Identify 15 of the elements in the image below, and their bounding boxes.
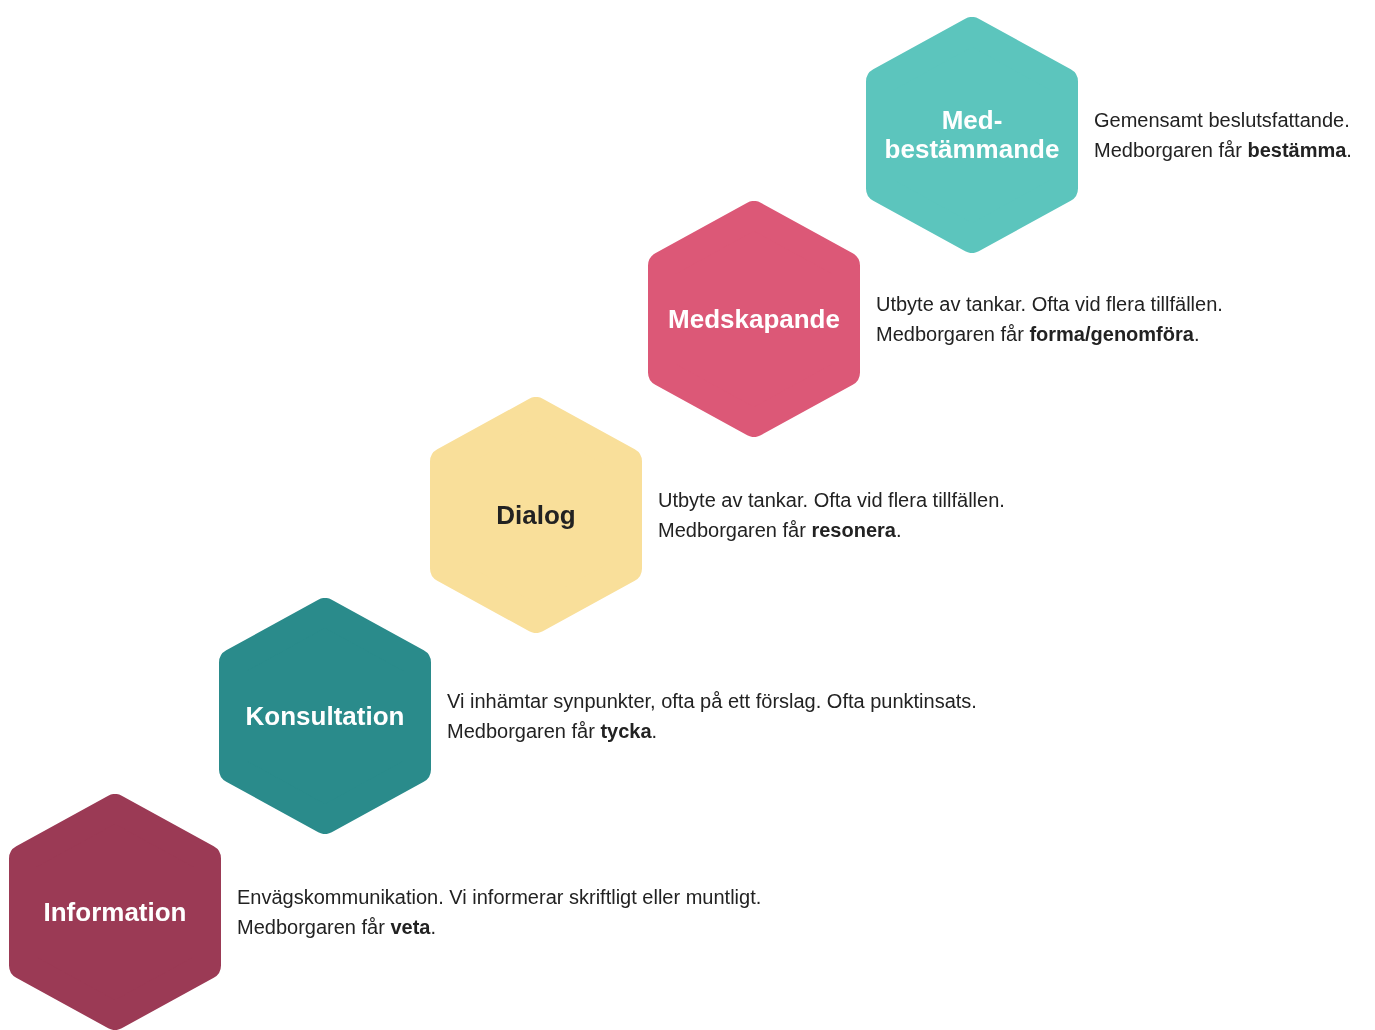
description-text: Medborgaren får bestämma. xyxy=(1094,138,1352,163)
description-text: Envägskommunikation. Vi informerar skriftligt eller muntligt. xyxy=(237,885,762,910)
description-text: Vi inhämtar synpunkter, ofta på ett förslag. Ofta punktinsats. xyxy=(447,689,977,714)
description-text: Utbyte av tankar. Ofta vid flera tillfällen. xyxy=(658,488,1005,513)
description-text: Medborgaren får veta. xyxy=(237,915,437,940)
stage-title: Med-bestämmande xyxy=(883,106,1061,164)
stage-title: Konsultation xyxy=(245,701,405,731)
stage-title: Medskapande xyxy=(668,304,840,334)
description-text: Utbyte av tankar. Ofta vid flera tillfällen. xyxy=(876,292,1223,317)
description-text: Medborgaren får forma/genomföra. xyxy=(876,322,1201,347)
description-text: Medborgaren får resonera. xyxy=(658,518,903,543)
description-text: Medborgaren får tycka. xyxy=(447,719,659,744)
stage-title: Information xyxy=(43,897,187,927)
stage-title: Dialog xyxy=(496,500,576,530)
description-text: Gemensamt beslutsfattande. xyxy=(1094,108,1351,133)
